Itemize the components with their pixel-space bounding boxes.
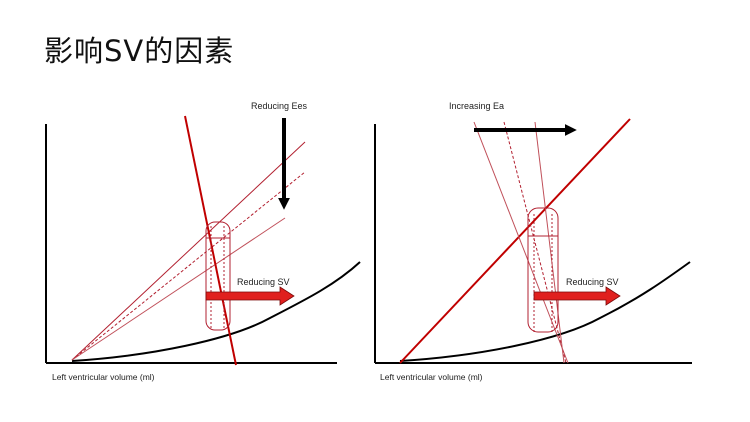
right-espvr-line <box>399 118 631 364</box>
right-ea-line-steep <box>534 121 565 364</box>
right-x-axis-label: Left ventricular volume (ml) <box>380 372 483 382</box>
slide-title: 影响SV的因素 <box>44 34 235 68</box>
left-edpvr-curve <box>71 261 361 362</box>
left-pv-loop <box>205 221 231 331</box>
left-ea-line <box>184 115 237 366</box>
left-sv-arrow <box>205 286 295 306</box>
left-espvr-line-original <box>71 141 306 361</box>
right-annotation-top: Increasing Ea <box>449 101 504 111</box>
left-panel: Reducing Ees Reducing SV Left ventricula… <box>45 101 361 382</box>
right-panel: Increasing Ea Reducing SV Left ventricul… <box>374 101 692 382</box>
left-espvr-line-dashed <box>71 171 306 361</box>
left-annotation-arrow: Reducing SV <box>237 277 290 287</box>
right-ea-line-dashed <box>503 121 567 364</box>
right-sv-arrow <box>533 286 621 306</box>
right-ea-line-original <box>473 121 569 364</box>
left-x-axis-label: Left ventricular volume (ml) <box>52 372 155 382</box>
left-annotation-top: Reducing Ees <box>251 101 308 111</box>
left-espvr-line-reduced <box>71 217 286 361</box>
right-pv-loop <box>527 207 559 333</box>
right-edpvr-curve <box>399 261 691 362</box>
right-annotation-arrow: Reducing SV <box>566 277 619 287</box>
